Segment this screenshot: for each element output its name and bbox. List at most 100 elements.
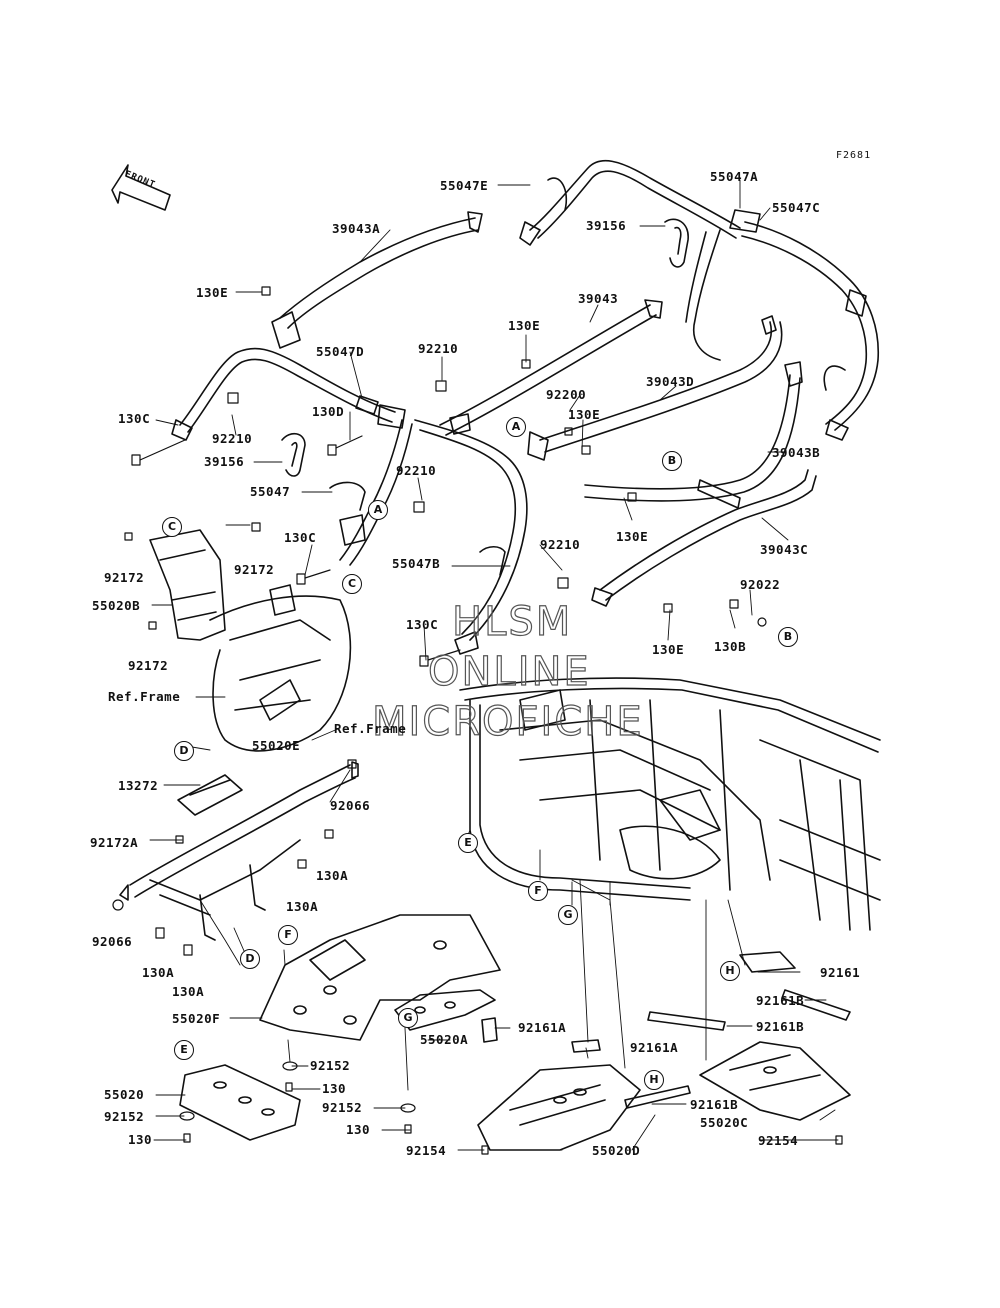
guard-55020F xyxy=(259,914,501,1041)
part-label: 130C xyxy=(406,617,439,632)
nut-92210-icon xyxy=(435,380,447,392)
frame-left-partial xyxy=(209,584,352,752)
front-arrow-icon xyxy=(111,164,171,211)
part-label: 55020A xyxy=(420,1032,469,1047)
part-label: 92152 xyxy=(104,1109,145,1124)
bolt-130C-icon xyxy=(419,655,429,667)
part-label: 130C xyxy=(118,411,151,426)
part-label: 130 xyxy=(322,1081,347,1096)
nut-92172-icon xyxy=(251,522,261,532)
watermark-line-1: HLSM xyxy=(451,599,573,645)
nut-92210-icon xyxy=(413,501,425,513)
part-label: 39043A xyxy=(332,221,381,236)
callout-g: G xyxy=(398,1008,418,1028)
callout-a: A xyxy=(506,417,526,437)
part-label: 92210 xyxy=(396,463,437,478)
part-label: 130E xyxy=(568,407,601,422)
part-label: 55020C xyxy=(700,1115,749,1130)
callout-b: B xyxy=(662,451,682,471)
bolt-130-icon xyxy=(285,1082,293,1092)
roll-bar-55047E xyxy=(519,160,741,246)
callout-e: E xyxy=(458,833,478,853)
part-label: 39156 xyxy=(204,454,245,469)
washer-92022-icon xyxy=(757,617,767,627)
part-label: 92066 xyxy=(330,798,371,813)
part-label: 92161 xyxy=(820,965,861,980)
part-label: 92066 xyxy=(92,934,133,949)
bolt-130-icon xyxy=(404,1124,412,1134)
part-label: 92210 xyxy=(418,341,459,356)
callout-c: C xyxy=(162,517,182,537)
part-label: 92161B xyxy=(756,1019,805,1034)
bolt-92172-icon xyxy=(148,621,157,630)
part-label: 55047E xyxy=(440,178,489,193)
bolt-130C-icon xyxy=(296,573,306,585)
washer-92200-icon xyxy=(564,427,573,436)
guard-55020C xyxy=(699,1041,851,1121)
nut-92210-icon xyxy=(557,577,569,589)
part-label: 55020 xyxy=(104,1087,145,1102)
skid-plate-13272 xyxy=(177,774,243,816)
grab-bar-39156-left xyxy=(281,432,306,477)
part-label: 13272 xyxy=(118,778,159,793)
part-label: 55020F xyxy=(172,1011,221,1026)
callout-c: C xyxy=(342,574,362,594)
bolt-130E-icon xyxy=(663,603,673,613)
ref-frame-label: Ref.Frame xyxy=(108,689,181,704)
bolt-130E-icon xyxy=(581,445,591,455)
leader-lines xyxy=(149,179,839,1151)
part-label: 55047D xyxy=(316,344,365,359)
ref-frame-label: Ref.Frame xyxy=(334,721,407,736)
bolt-92172-icon xyxy=(124,532,133,541)
roll-bar-39043D xyxy=(527,315,783,461)
watermark-line-3: MICROFICHE xyxy=(371,699,644,745)
part-label: 39043C xyxy=(760,542,809,557)
part-label: 92161A xyxy=(518,1020,567,1035)
part-label: 130A xyxy=(172,984,205,999)
part-label: 55047A xyxy=(710,169,759,184)
nut-92210-icon xyxy=(227,392,239,404)
part-label: 130 xyxy=(346,1122,371,1137)
part-label: 130 xyxy=(128,1132,153,1147)
part-label: 92154 xyxy=(758,1133,799,1148)
part-label: 92161B xyxy=(690,1097,739,1112)
part-label: 55020E xyxy=(252,738,301,753)
bolt-92172A-icon xyxy=(175,835,184,844)
bolt-130E-icon xyxy=(627,492,637,502)
part-label: 39156 xyxy=(586,218,627,233)
roll-bar-55047 xyxy=(329,419,413,566)
roll-bar-55047C xyxy=(685,209,880,441)
figure-code: F2681 xyxy=(836,150,872,161)
washer-92152-icon xyxy=(179,1111,195,1121)
part-label: 92152 xyxy=(322,1100,363,1115)
part-label: 130C xyxy=(284,530,317,545)
bolt-92154-icon xyxy=(835,1135,843,1145)
part-label: 130E xyxy=(616,529,649,544)
part-label: 92161B xyxy=(756,993,805,1008)
part-label: 92154 xyxy=(406,1143,447,1158)
part-label: 92200 xyxy=(546,387,587,402)
part-label: 55047C xyxy=(772,200,821,215)
watermark-line-2: ONLINE xyxy=(427,649,591,695)
part-label: 92210 xyxy=(212,431,253,446)
bolt-130A-icon xyxy=(297,859,307,869)
part-label: 39043 xyxy=(578,291,619,306)
part-label: 55047B xyxy=(392,556,441,571)
roll-bar-55047D xyxy=(171,347,406,441)
roll-bar-39043 xyxy=(439,299,663,436)
part-label: 130A xyxy=(286,899,319,914)
part-label: 92210 xyxy=(540,537,581,552)
callout-f: F xyxy=(278,925,298,945)
bolt-130-icon xyxy=(183,1133,191,1143)
part-label: 92172 xyxy=(234,562,275,577)
callout-h: H xyxy=(720,961,740,981)
bolt-130A-icon xyxy=(324,829,334,839)
grab-bar-39156-right xyxy=(664,218,689,268)
callout-b: B xyxy=(778,627,798,647)
callout-e: E xyxy=(174,1040,194,1060)
part-label: 130B xyxy=(714,639,747,654)
cap-92066-icon xyxy=(112,899,124,911)
part-label: 92161A xyxy=(630,1040,679,1055)
bolt-92154-icon xyxy=(481,1145,489,1155)
part-label: 130A xyxy=(316,868,349,883)
